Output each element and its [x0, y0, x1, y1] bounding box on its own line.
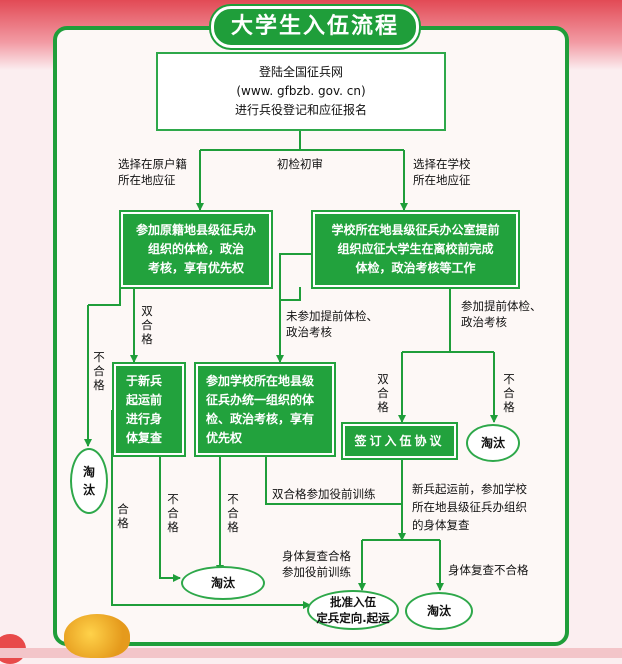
- label-recheck-fail: 身体复查不合格: [448, 563, 529, 577]
- recheck-left-box: 于新兵 起运前 进行身 体复查: [114, 364, 184, 455]
- eliminate-mid-oval: 淘汰: [181, 566, 265, 600]
- page-title: 大学生入伍流程: [211, 6, 419, 48]
- school-unified-box: 参加学校所在地县级 征兵办统一组织的体 检、政治考核，享有 优先权: [196, 364, 334, 455]
- label-double-pass-training: 双合格参加役前训练: [272, 487, 376, 501]
- sign-text: 签订入伍协议: [354, 433, 445, 448]
- label-double-pass-left: 双 合 格: [141, 304, 153, 346]
- arrow-pass-to-approve: [111, 410, 311, 609]
- label-pre-exam: 参加提前体检、 政治考核: [461, 299, 542, 329]
- school-exam-text: 学校所在地县级征兵办公室提前 组织应征大学生在离校前完成 体检，政治考核等工作: [331, 223, 500, 275]
- eliminate-left-oval: 淘 汰: [70, 448, 108, 514]
- eliminate-right-top-oval: 淘汰: [466, 424, 520, 462]
- approve-oval: 批准入伍 定兵定向.起运: [307, 590, 399, 630]
- label-recheck-pass: 身体复查合格 参加役前训练: [282, 549, 351, 579]
- start-box: 登陆全国征兵网 (www. gfbzb. gov. cn) 进行兵役登记和应征报…: [156, 52, 446, 131]
- label-fail-recheck: 不 合 格: [167, 492, 179, 534]
- label-fail-left: 不 合 格: [93, 350, 105, 392]
- label-double-pass-right: 双 合 格: [377, 372, 389, 414]
- line-double-pass-training: [265, 455, 402, 505]
- recheck-left-text: 于新兵 起运前 进行身 体复查: [126, 373, 163, 445]
- label-fail-right: 不 合 格: [503, 372, 515, 414]
- line-fail-left-top: [88, 287, 121, 306]
- label-fail-unified: 不 合 格: [227, 492, 239, 534]
- start-text: 登陆全国征兵网 (www. gfbzb. gov. cn) 进行兵役登记和应征报…: [234, 65, 367, 117]
- line-school-left: [279, 253, 312, 301]
- origin-exam-box: 参加原籍地县级征兵办 组织的体检，政治 考核，享有优先权: [121, 212, 271, 287]
- label-pass-left: 合 格: [117, 502, 129, 530]
- label-choose-school: 选择在学校 所在地应征: [413, 157, 471, 187]
- label-initial-check: 初检初审: [277, 157, 323, 171]
- eliminate-bottom-oval: 淘汰: [405, 592, 473, 630]
- label-recheck-before-departure: 新兵起运前，参加学校 所在地县级征兵办组织 的身体复查: [412, 482, 527, 532]
- origin-exam-text: 参加原籍地县级征兵办 组织的体检，政治 考核，享有优先权: [135, 223, 256, 275]
- arrow-recheck-fail: [159, 455, 181, 582]
- school-unified-text: 参加学校所在地县级 征兵办统一组织的体 检、政治考核，享有 优先权: [206, 373, 315, 445]
- sign-box: 签订入伍协议: [343, 424, 456, 458]
- decor-fruit-icon: [64, 614, 130, 658]
- label-not-pre-exam: 未参加提前体检、 政治考核: [286, 309, 378, 339]
- decor-bottom-strip: [0, 648, 622, 658]
- school-exam-box: 学校所在地县级征兵办公室提前 组织应征大学生在离校前完成 体检，政治考核等工作: [313, 212, 518, 287]
- flowchart-frame: [53, 26, 569, 646]
- label-choose-origin: 选择在原户籍 所在地应征: [118, 157, 187, 187]
